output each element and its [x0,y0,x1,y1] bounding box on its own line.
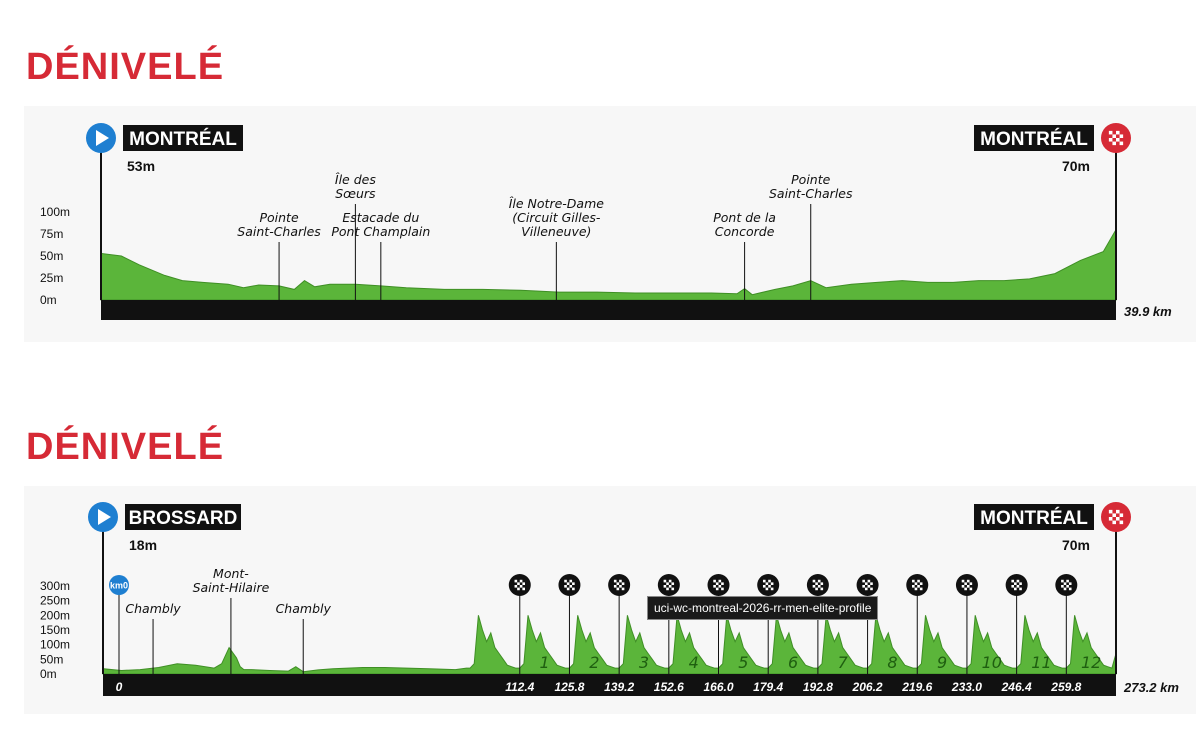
lap-checkered-circle-icon [508,574,531,596]
lap-checkered-circle-icon [955,574,978,596]
waypoint-label: Pont Champlain [331,224,430,239]
y-tick-label: 150m [40,623,70,637]
y-tick-label: 50m [40,652,63,666]
waypoint-label: (Circuit Gilles- [512,210,601,225]
start-elevation-label: 18m [129,537,157,553]
lap-km-label: 166.0 [703,680,733,694]
start-city-label: MONTRÉAL [123,125,243,151]
waypoint-label: Saint-Charles [769,186,853,201]
lap-checkered-circle-icon [856,574,879,596]
lap-checkered-circle-icon [707,574,730,596]
total-distance-label: 273.2 km [1123,680,1179,695]
lap-number-label: 3 [639,653,649,672]
km0-badge-text: km0 [110,581,128,591]
start-play-icon [88,502,118,532]
y-tick-label: 100m [40,638,70,652]
start-city-label-text: BROSSARD [129,508,238,529]
km0-badge-icon: km0 [109,575,129,595]
waypoint-label: Pont de la [713,210,776,225]
elevation-profile-area [102,615,1117,675]
lap-number-label: 2 [589,653,599,672]
lap-checkered-circle-icon [906,574,929,596]
finish-city-label: MONTRÉAL [974,125,1094,151]
waypoint-label: Chambly [125,601,181,616]
lap-number-label: 6 [788,653,798,672]
lap-number-label: 4 [689,653,699,672]
elevation-chart-svg-1: MONTRÉAL MONTRÉAL 53m 70m 0m 25m 50m 75m 100m 39.… [40,123,1172,320]
lap-km-label: 125.8 [554,680,584,694]
lap-km-label: 139.2 [604,680,634,694]
lap-number-label: 10 [982,653,1002,672]
finish-city-label-text: MONTRÉAL [980,507,1088,529]
lap-km-label: 259.8 [1050,680,1081,694]
section-title-1: DÉNIVELÉ [26,46,225,88]
lap-number-label: 9 [937,653,947,672]
distance-bar [103,674,1116,696]
lap-number-label: 12 [1081,653,1101,672]
finish-city-label-text: MONTRÉAL [980,128,1088,150]
start-city-label: BROSSARD [125,504,241,530]
lap-km-label: 0 [116,680,123,694]
lap-number-label: 11 [1031,653,1051,672]
waypoint-label: Villeneuve) [521,224,591,239]
waypoint-label: Chambly [276,601,332,616]
waypoint-label: Concorde [715,224,775,239]
lap-km-label: 179.4 [753,680,783,694]
lap-km-label: 206.2 [852,680,883,694]
lap-checkered-circle-icon [757,574,780,596]
finish-checkered-flag-icon [1101,123,1131,153]
finish-elevation-label: 70m [1062,537,1090,553]
y-tick-label: 0m [40,293,57,307]
distance-bar [101,300,1116,320]
lap-km-label: 246.4 [1001,680,1032,694]
section-title-2: DÉNIVELÉ [26,426,225,468]
y-tick-label: 100m [40,205,70,219]
waypoint-label: Estacade du [342,210,419,225]
lap-checkered-circle-icon [1005,574,1028,596]
waypoint-label: Saint-Charles [237,224,321,239]
finish-city-label: MONTRÉAL [974,504,1094,530]
elevation-profile-area [100,227,1117,301]
lap-checkered-circle-icon [657,574,680,596]
lap-checkered-circle-icon [806,574,829,596]
y-tick-label: 250m [40,594,70,608]
start-elevation-label: 53m [127,158,155,174]
lap-checkered-circle-icon [558,574,581,596]
waypoint-label: Sœurs [335,186,376,201]
waypoint-label: Île des [335,172,376,187]
lap-km-label: 233.0 [951,680,982,694]
y-tick-label: 50m [40,249,63,263]
y-tick-label: 300m [40,579,70,593]
waypoint-label: Mont- [213,566,249,581]
lap-number-label: 7 [838,653,849,672]
y-tick-label: 0m [40,667,57,681]
waypoint-label: Pointe [259,210,298,225]
lap-checkered-circle-icon [608,574,631,596]
lap-number-label: 8 [887,653,897,672]
lap-km-label: 112.4 [505,680,534,694]
waypoint-label: Île Notre-Dame [509,196,605,211]
lap-km-label: 152.6 [654,680,684,694]
start-play-icon [86,123,116,153]
y-tick-label: 75m [40,227,63,241]
lap-number-label: 1 [540,653,550,672]
elevation-chart-1: MONTRÉAL MONTRÉAL 53m 70m 0m 25m 50m 75m 100m 39.… [24,106,1196,342]
lap-checkered-circle-icon [1055,574,1078,596]
lap-km-label: 192.8 [803,680,833,694]
waypoint-label: Pointe [791,172,830,187]
lap-km-label: 219.6 [901,680,932,694]
image-tooltip: uci-wc-montreal-2026-rr-men-elite-profil… [647,596,879,620]
y-tick-label: 25m [40,271,63,285]
finish-elevation-label: 70m [1062,158,1090,174]
total-distance-label: 39.9 km [1124,304,1172,319]
start-city-label-text: MONTRÉAL [129,128,237,150]
y-tick-label: 200m [40,608,70,622]
waypoint-label: Saint-Hilaire [193,580,270,595]
lap-number-label: 5 [738,653,748,672]
finish-checkered-flag-icon [1101,502,1131,532]
